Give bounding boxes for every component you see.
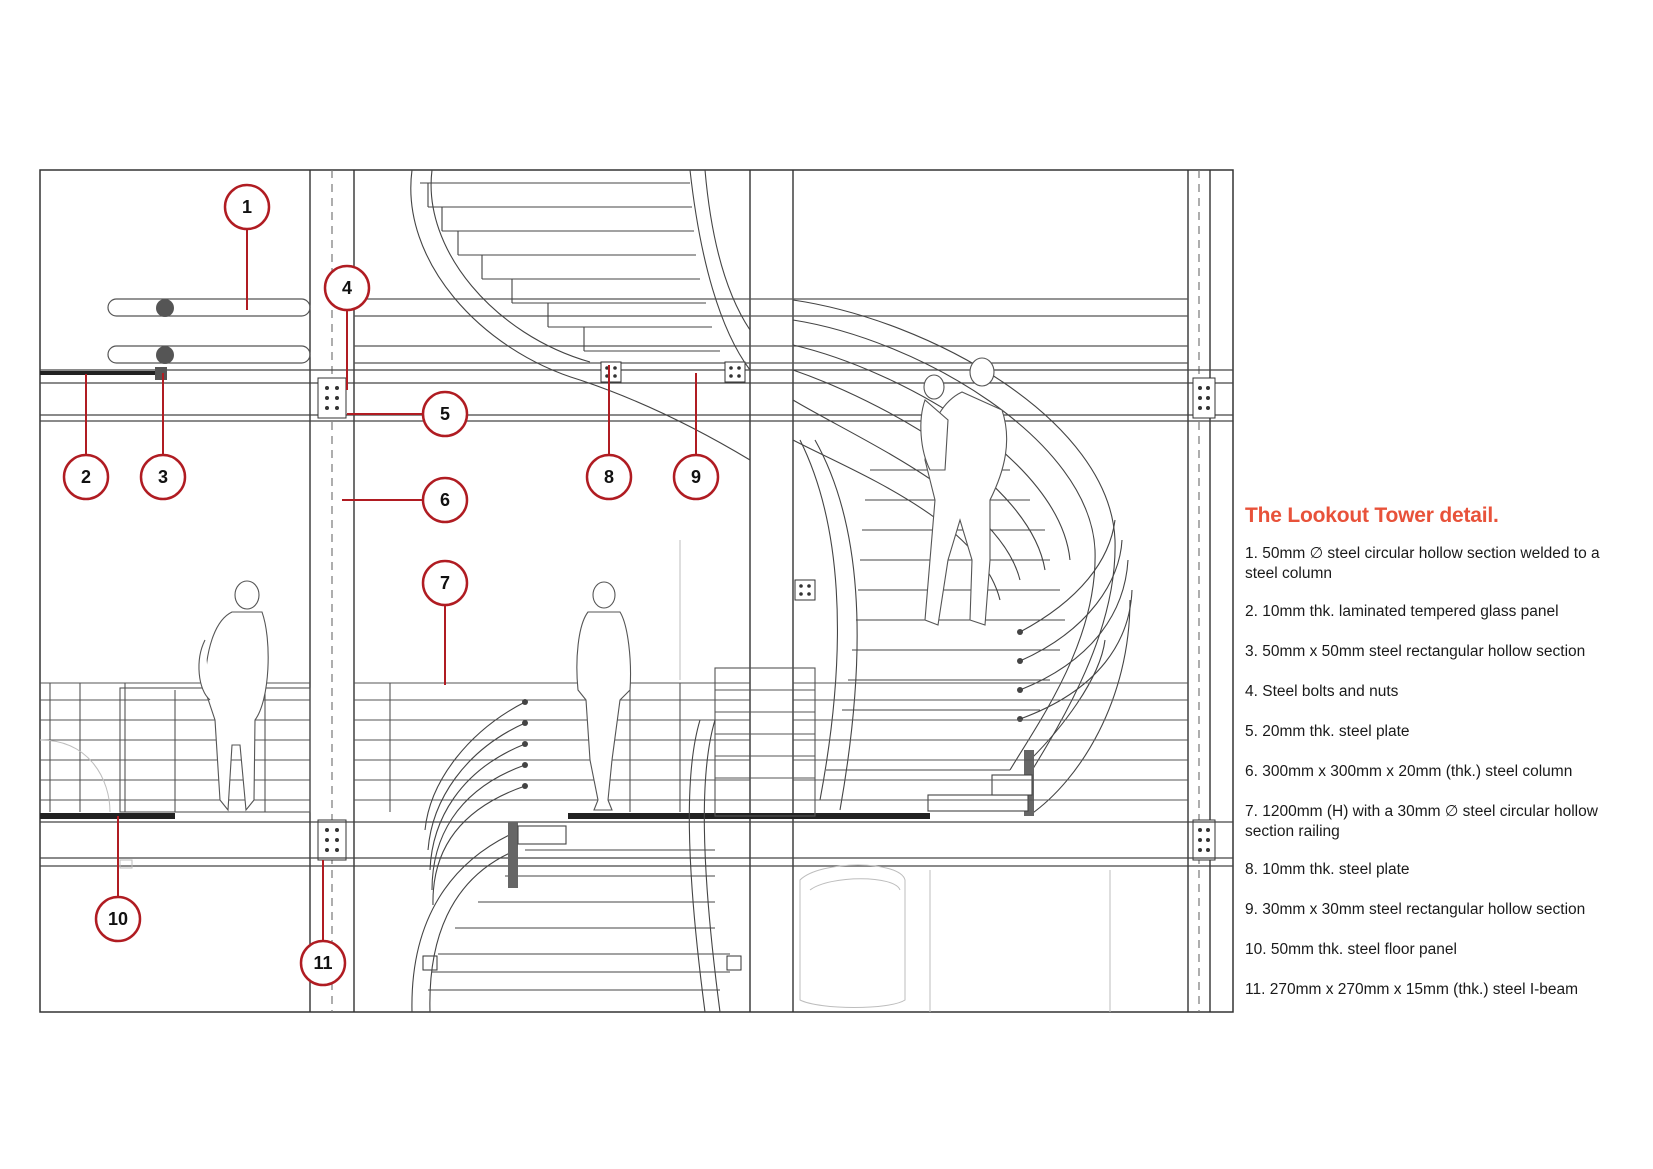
- figure-man-lower: [576, 581, 632, 811]
- legend-item-10: 10. 50mm thk. steel floor panel: [1245, 941, 1457, 958]
- figure-man-with-child: [920, 357, 1008, 626]
- tube-end-cap: [156, 346, 174, 364]
- right-stair-rails: [1019, 519, 1133, 720]
- legend-item-2: 2. 10mm thk. laminated tempered glass pa…: [1245, 603, 1559, 620]
- callout-leaders: [85, 230, 697, 940]
- callout-10: 10: [108, 909, 128, 929]
- lower-stair-rail-ends: [522, 699, 528, 789]
- lower-stair-tread: [517, 825, 567, 845]
- callout-6: 6: [440, 490, 450, 510]
- callout-3: 3: [158, 467, 168, 487]
- legend-item-9: 9. 30mm x 30mm steel rectangular hollow …: [1245, 901, 1586, 918]
- legend-item-5: 5. 20mm thk. steel plate: [1245, 723, 1410, 740]
- bolts: [325, 366, 1210, 852]
- tube-end-cap: [156, 299, 174, 317]
- callout-4: 4: [342, 278, 352, 298]
- right-stair-rail-ends: [1017, 629, 1023, 722]
- upper-spiral-stair: [410, 169, 751, 461]
- legend-item-4: 4. Steel bolts and nuts: [1245, 683, 1399, 700]
- figure-woman: [198, 580, 269, 812]
- column-centerlines: [331, 170, 1200, 1012]
- rhs-section: [155, 367, 167, 380]
- upper-beams: [40, 369, 1233, 422]
- right-spiral-stair: [792, 299, 1131, 817]
- callout-circles: [62, 183, 720, 987]
- legend-item-11: 11. 270mm x 270mm x 15mm (thk.) steel I-…: [1245, 981, 1579, 998]
- legend: The Lookout Tower detail. 1. 50mm ∅ stee…: [1245, 504, 1625, 1020]
- legend-item-6: 6. 300mm x 300mm x 20mm (thk.) steel col…: [1245, 763, 1573, 780]
- callout-7: 7: [440, 573, 450, 593]
- legend-title: The Lookout Tower detail.: [1245, 504, 1499, 527]
- legend-item-3: 3. 50mm x 50mm steel rectangular hollow …: [1245, 643, 1586, 660]
- upper-tube-rails: [107, 298, 1188, 364]
- legend-item-1: 1. 50mm ∅ steel circular hollow section …: [1245, 545, 1600, 582]
- legend-list: 1. 50mm ∅ steel circular hollow section …: [1245, 544, 1625, 1000]
- callout-numbers: 1 4 5 2 3 6 7 8 9 10 11: [81, 197, 701, 973]
- legend-item-7: 7. 1200mm (H) with a 30mm ∅ steel circul…: [1245, 803, 1598, 840]
- lower-spiral-stair: [411, 701, 730, 1013]
- lower-floor-beams: [40, 821, 1233, 867]
- steel-columns: [309, 170, 1211, 1012]
- callout-5: 5: [440, 404, 450, 424]
- lower-stair-stringer-dark: [508, 822, 518, 888]
- background-light-lines: [39, 540, 1111, 1012]
- callout-2: 2: [81, 467, 91, 487]
- callout-8: 8: [604, 467, 614, 487]
- legend-item-8: 8. 10mm thk. steel plate: [1245, 861, 1410, 878]
- callout-1: 1: [242, 197, 252, 217]
- callout-11: 11: [313, 953, 332, 973]
- callout-9: 9: [691, 467, 701, 487]
- drawing-frame: [39, 169, 1234, 1013]
